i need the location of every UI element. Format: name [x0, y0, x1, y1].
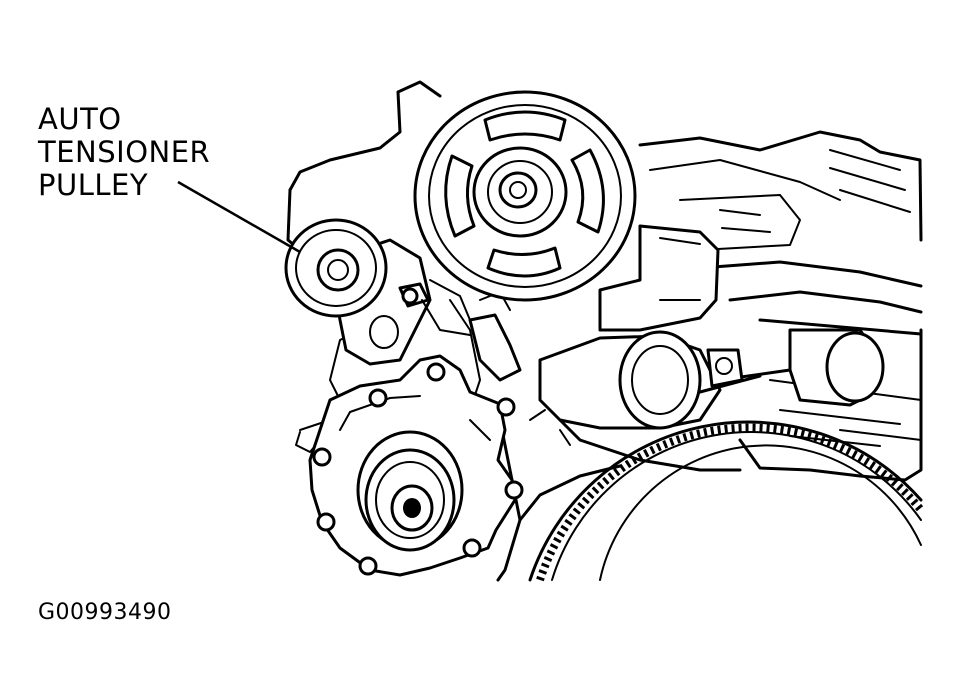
callout-leader-line — [177, 180, 301, 254]
pulley-spoke-windows — [444, 110, 605, 278]
water-outlet-pipe — [529, 330, 722, 446]
water-pump-pulley — [356, 430, 464, 552]
coolant-hose-upper — [598, 224, 720, 332]
timing-gear — [528, 420, 925, 582]
sensor-bolt — [698, 348, 762, 394]
housing-bolts — [312, 287, 524, 576]
callout-line-2: TENSIONER — [38, 135, 211, 169]
callout-line-3: PULLEY — [38, 168, 149, 202]
auto-tensioner-pulley-label: AUTO TENSIONER PULLEY — [38, 103, 210, 202]
large-pulley — [413, 90, 637, 302]
callout-line-1: AUTO — [38, 102, 122, 136]
auto-tensioner-pulley — [284, 218, 388, 318]
figure-id: G00993490 — [38, 600, 172, 625]
bypass-pipe — [718, 328, 885, 407]
